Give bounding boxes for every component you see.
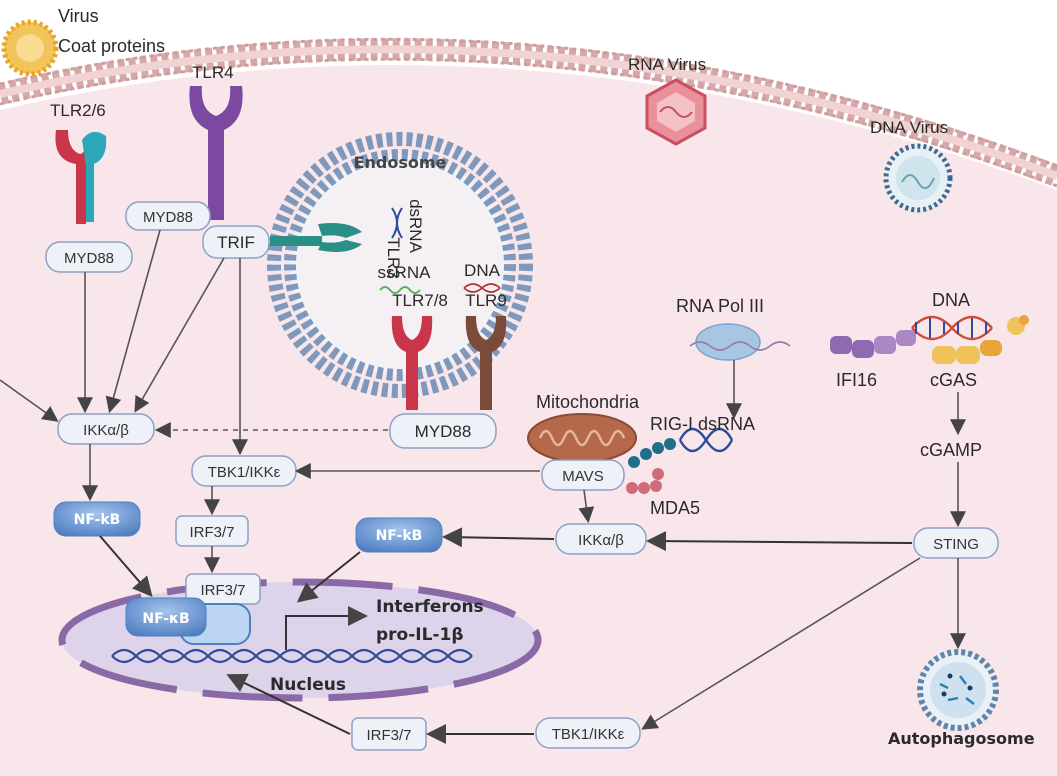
pro-il1b-label: pro-IL-1β: [376, 625, 464, 645]
ssrna-label: ssRNA: [378, 263, 432, 282]
dna-endosome-label: DNA: [464, 261, 501, 280]
endosome: [267, 132, 533, 398]
sting-label: STING: [933, 536, 979, 553]
virus-label: Virus: [58, 6, 99, 26]
plasma-membrane: [0, 37, 1057, 188]
irf37-box-a: IRF3/7: [175, 515, 249, 547]
mavs-box: MAVS: [541, 459, 625, 491]
tbk1-top-label: TBK1/IKKε: [208, 464, 281, 481]
sting-box: STING: [913, 527, 999, 559]
ifi16-icon: [830, 330, 916, 358]
mitochondria-label: Mitochondria: [536, 392, 640, 412]
rigi-label: RIG-I dsRNA: [650, 414, 755, 434]
virus-icon: [1, 19, 59, 77]
myd88-box-a: MYD88: [45, 241, 133, 273]
tbk1-box-bottom: TBK1/IKKε: [535, 717, 641, 749]
tlr3-label: TLR3: [384, 237, 403, 279]
myd88-a-label: MYD88: [64, 250, 114, 267]
irf37-c-label: IRF3/7: [366, 727, 411, 744]
rna-virus-label: RNA Virus: [628, 55, 706, 74]
tlr3-receptor-icon: [270, 223, 362, 252]
mitochondria-icon: [527, 413, 637, 463]
interferons-label: Interferons: [376, 597, 484, 617]
nfkb-left-label: NF-kB: [74, 512, 121, 528]
myd88-b-label: MYD88: [143, 209, 193, 226]
nfkb-irf-complex: NF-κB: [125, 597, 251, 645]
rnapol-icon: [689, 323, 791, 361]
myd88-box-b: MYD88: [125, 201, 211, 231]
tlr9-receptor-icon: [465, 316, 507, 410]
nuclear-dna-icon: [111, 648, 473, 664]
tbk1-box-top: TBK1/IKKε: [191, 455, 297, 487]
rnapol-label: RNA Pol III: [676, 296, 764, 316]
tbk1-bottom-label: TBK1/IKKε: [552, 726, 625, 743]
nfkb-mid-label: NF-kB: [376, 528, 423, 544]
dsrna-label: dsRNA: [406, 199, 425, 254]
cgas-label: cGAS: [930, 370, 977, 390]
myd88-box-c: MYD88: [389, 413, 497, 449]
tlr26-receptor-icon: [55, 130, 107, 224]
irf37-b-label: IRF3/7: [200, 582, 245, 599]
cgas-icon: [932, 315, 1029, 364]
mda5-label: MDA5: [650, 498, 700, 518]
endosome-label: Endosome: [354, 153, 447, 172]
dna-cgas-label: DNA: [932, 290, 970, 310]
irf37-a-label: IRF3/7: [189, 524, 234, 541]
myd88-c-label: MYD88: [415, 422, 472, 441]
pathway-arrows: [0, 229, 966, 744]
ikk-box-mid: IKKα/β: [555, 523, 647, 555]
transcription-arrow: [285, 606, 368, 650]
tlr9-label: TLR9: [465, 291, 507, 310]
dna-endosome-icon: [463, 283, 501, 293]
ikk-left-label: IKKα/β: [83, 422, 129, 439]
nfkb-box-left: NF-kB: [53, 501, 141, 537]
ifi16-label: IFI16: [836, 370, 877, 390]
dna-virus-icon: [883, 143, 953, 213]
mavs-label: MAVS: [562, 468, 603, 485]
irf37-box-c: IRF3/7: [351, 717, 427, 751]
dna-cgas-icon: [911, 315, 993, 341]
dsrna-icon: [391, 207, 403, 239]
cgamp-label: cGAMP: [920, 440, 982, 460]
nfkb-nucleus-label: NF-κB: [142, 611, 189, 627]
nucleus-label: Nucleus: [270, 675, 346, 695]
trif-box: TRIF: [202, 225, 270, 259]
rna-virus-icon: [645, 78, 707, 146]
ssrna-icon: [379, 286, 421, 294]
ikk-mid-label: IKKα/β: [578, 532, 624, 549]
coat-proteins-label: Coat proteins: [58, 36, 165, 56]
dna-virus-label: DNA Virus: [870, 118, 948, 137]
nfkb-box-mid: NF-kB: [355, 517, 443, 553]
ikk-box-left: IKKα/β: [57, 413, 155, 445]
autophagosome-icon: [917, 649, 999, 731]
tlr78-label: TLR7/8: [392, 291, 448, 310]
tlr26-label: TLR2/6: [50, 101, 106, 120]
tlr4-label: TLR4: [192, 63, 234, 82]
autophagosome-label: Autophagosome: [888, 729, 1035, 748]
mda5-icon: [626, 468, 664, 494]
tlr4-receptor-icon: [189, 86, 243, 220]
tlr78-receptor-icon: [391, 316, 433, 410]
trif-label: TRIF: [217, 233, 255, 252]
rigi-icon: [628, 427, 734, 468]
